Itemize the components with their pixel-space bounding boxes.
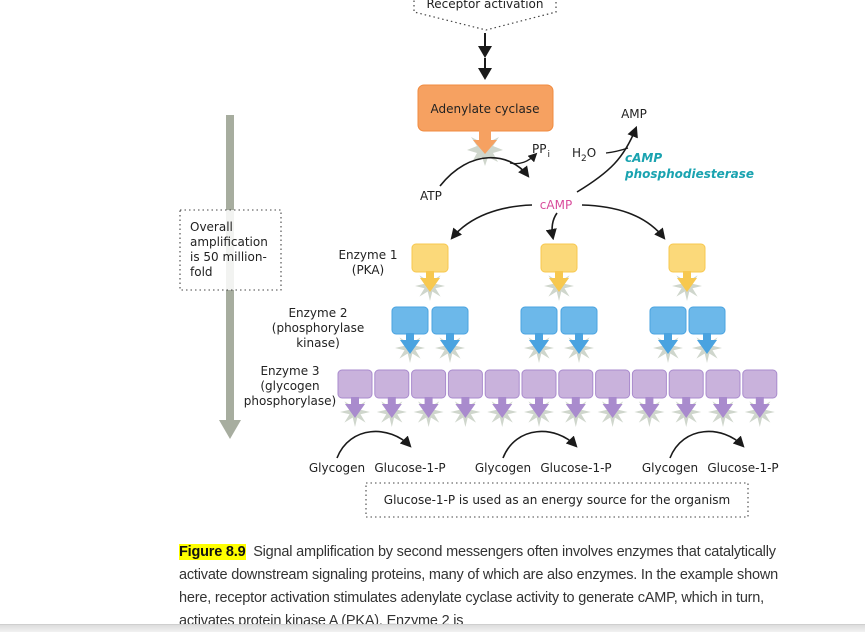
- svg-text:Enzyme 3: Enzyme 3: [260, 364, 319, 378]
- reaction-1: Glycogen Glucose-1-P: [309, 430, 446, 475]
- svg-text:Glucose-1-P: Glucose-1-P: [540, 461, 611, 475]
- svg-text:(glycogen: (glycogen: [260, 379, 319, 393]
- activation-arrow-icon: [569, 333, 589, 354]
- enzyme3-box: [374, 369, 410, 427]
- activation-arrow-icon: [400, 333, 420, 354]
- activation-arrow-icon: [639, 397, 660, 418]
- activation-arrow-icon: [345, 397, 365, 418]
- activation-arrow-icon: [418, 397, 439, 418]
- svg-text:Glucose-1-P: Glucose-1-P: [707, 461, 778, 475]
- activation-arrow-icon: [658, 333, 678, 354]
- activation-arrow-icon: [565, 397, 586, 418]
- enzyme3-box: [705, 369, 741, 427]
- activation-arrow-icon: [455, 397, 476, 418]
- enzyme3-box: [558, 369, 594, 427]
- svg-text:Glycogen: Glycogen: [475, 461, 531, 475]
- enzyme3-label: Enzyme 3 (glycogen phosphorylase): [244, 364, 336, 408]
- activation-arrow-icon: [529, 397, 549, 418]
- enzyme3-box: [631, 369, 667, 427]
- atp-to-camp-reaction: ATP PPi: [420, 142, 550, 203]
- phosphodiesterase-label-line2: phosphodiesterase: [624, 167, 754, 181]
- svg-text:Glucose-1-P: Glucose-1-P: [374, 461, 445, 475]
- enzyme1-label: Enzyme 1 (PKA): [338, 248, 397, 277]
- camp-to-amp-reaction: AMP H2O cAMP phosphodiesterase: [572, 107, 754, 193]
- svg-text:is 50 million-: is 50 million-: [190, 250, 267, 264]
- activation-arrow-icon: [602, 397, 623, 418]
- svg-text:fold: fold: [190, 265, 213, 279]
- activation-arrow-icon: [381, 397, 402, 418]
- signal-amplification-figure: Receptor activation Adenylate cyclase AT…: [179, 0, 779, 518]
- svg-text:Enzyme 2: Enzyme 2: [288, 306, 347, 320]
- enzyme3-box: [411, 369, 447, 427]
- activation-arrow-icon: [697, 333, 717, 354]
- svg-text:(PKA): (PKA): [352, 263, 384, 277]
- activation-arrow-icon: [440, 333, 460, 354]
- receptor-activation-label: Receptor activation: [426, 0, 543, 11]
- reaction-2: Glycogen Glucose-1-P: [475, 430, 612, 475]
- enzyme1-box: [411, 243, 449, 301]
- reaction-3: Glycogen Glucose-1-P: [642, 430, 779, 475]
- activation-arrow-icon: [420, 271, 440, 292]
- enzyme3-box: [595, 369, 631, 427]
- enzyme3-box: [668, 369, 704, 427]
- figure-caption: Figure 8.9 Signal amplification by secon…: [179, 541, 779, 633]
- svg-text:Overall: Overall: [190, 220, 233, 234]
- enzyme3-box: [337, 369, 373, 427]
- bottom-toolbar-edge: [0, 624, 865, 632]
- enzyme2-box: [560, 306, 598, 363]
- camp-branch-arrows: [450, 204, 666, 241]
- activation-arrow-icon: [529, 333, 549, 354]
- activation-arrow-icon: [549, 271, 569, 292]
- figure-label[interactable]: Figure 8.9: [179, 544, 246, 560]
- glycogen-reactions: Glycogen Glucose-1-P Glycogen Glucose-1-…: [309, 430, 779, 475]
- enzyme1-box: [668, 243, 706, 301]
- receptor-activation-callout: Receptor activation: [413, 0, 557, 31]
- amplification-note: Overall amplification is 50 million- fol…: [179, 209, 282, 291]
- outcome-note: Glucose-1-P is used as an energy source …: [365, 482, 749, 518]
- enzyme3-box: [447, 369, 483, 427]
- enzyme2-box: [688, 306, 726, 363]
- activation-arrow-icon: [749, 397, 770, 418]
- receptor-to-cyclase-arrows: [478, 33, 492, 80]
- svg-text:kinase): kinase): [296, 336, 340, 350]
- phosphodiesterase-label-line1: cAMP: [625, 151, 662, 165]
- camp-label: cAMP: [540, 198, 572, 212]
- caption-text: Signal amplification by second messenger…: [179, 544, 778, 629]
- atp-label: ATP: [420, 189, 442, 203]
- activation-arrow-icon: [676, 397, 697, 418]
- enzyme-cascade: [337, 243, 778, 427]
- activation-arrow-icon: [492, 397, 513, 418]
- ppi-label: PPi: [532, 142, 550, 160]
- enzyme3-box: [521, 369, 557, 427]
- activation-arrow-icon: [713, 397, 733, 418]
- svg-text:phosphorylase): phosphorylase): [244, 394, 336, 408]
- enzyme3-box: [484, 369, 520, 427]
- enzyme2-box: [431, 306, 469, 363]
- adenylate-cyclase-label: Adenylate cyclase: [431, 102, 540, 116]
- enzyme2-box: [391, 306, 429, 363]
- svg-text:amplification: amplification: [190, 235, 268, 249]
- enzyme2-box: [520, 306, 558, 363]
- svg-text:Glucose-1-P is used as an ener: Glucose-1-P is used as an energy source …: [384, 493, 730, 507]
- amp-label: AMP: [621, 107, 647, 121]
- svg-text:Glycogen: Glycogen: [642, 461, 698, 475]
- svg-text:Glycogen: Glycogen: [309, 461, 365, 475]
- svg-text:(phosphorylase: (phosphorylase: [272, 321, 364, 335]
- svg-text:Enzyme 1: Enzyme 1: [338, 248, 397, 262]
- enzyme1-box: [540, 243, 578, 301]
- enzyme2-box: [649, 306, 687, 363]
- enzyme3-box: [742, 369, 778, 427]
- activation-arrow-icon: [677, 271, 697, 292]
- adenylate-cyclase-box: Adenylate cyclase: [417, 84, 554, 166]
- water-label: H2O: [572, 146, 596, 164]
- enzyme2-label: Enzyme 2 (phosphorylase kinase): [272, 306, 364, 350]
